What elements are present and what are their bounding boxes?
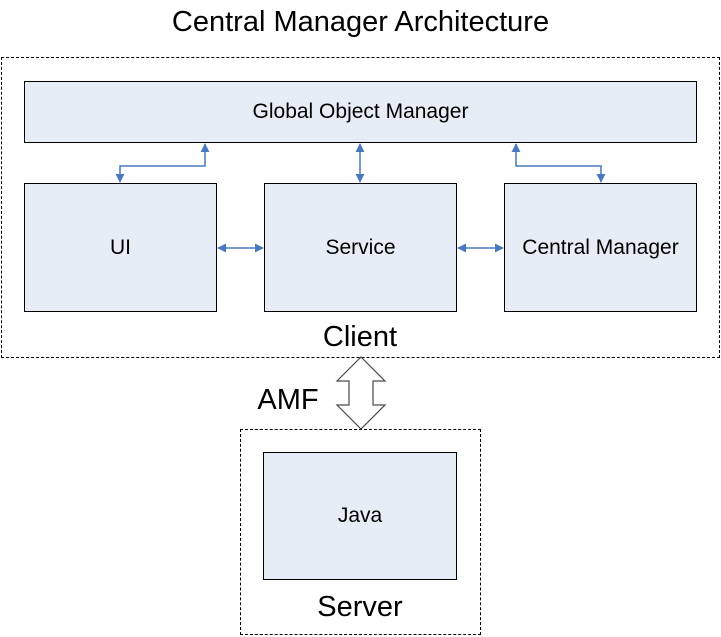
amf-label: AMF <box>257 384 319 416</box>
global-object-manager-label: Global Object Manager <box>252 100 469 123</box>
client-label: Client <box>322 321 398 353</box>
gom-central-manager-connector <box>511 143 606 183</box>
amf-double-arrow <box>335 356 387 430</box>
gom-ui-connector <box>115 143 210 183</box>
ui-label: UI <box>110 235 131 259</box>
central-manager-label: Central Manager <box>522 235 679 259</box>
server-region <box>240 429 481 635</box>
service-box: Service <box>264 183 457 312</box>
central-manager-box: Central Manager <box>504 183 697 312</box>
diagram-title: Central Manager Architecture <box>171 6 550 38</box>
server-label: Server <box>317 591 403 623</box>
ui-box: UI <box>24 183 217 312</box>
global-object-manager-box: Global Object Manager <box>24 81 697 143</box>
service-label: Service <box>325 235 396 259</box>
java-label: Java <box>337 504 383 527</box>
java-box: Java <box>263 452 457 580</box>
